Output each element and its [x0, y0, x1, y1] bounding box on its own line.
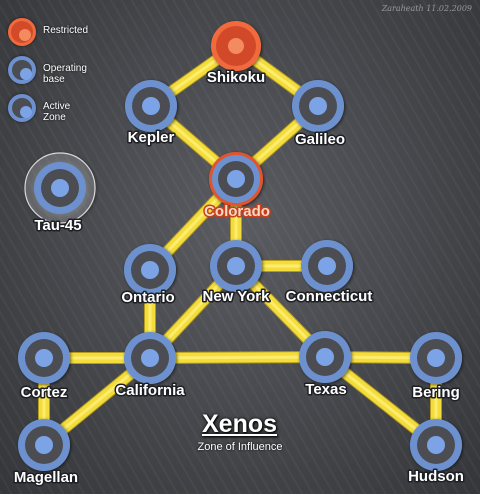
node-tau45[interactable] — [24, 152, 96, 224]
zone-core — [227, 257, 245, 275]
zone-core — [427, 349, 445, 367]
node-label-bering: Bering — [412, 384, 460, 401]
zone-core — [141, 349, 159, 367]
node-label-texas: Texas — [305, 381, 346, 398]
node-cortez[interactable] — [18, 332, 70, 384]
node-shikoku[interactable] — [211, 21, 261, 71]
node-label-kepler: Kepler — [128, 129, 175, 146]
node-label-ontario: Ontario — [121, 289, 174, 306]
node-label-hudson: Hudson — [408, 468, 464, 485]
node-kepler[interactable] — [125, 80, 177, 132]
restricted-core — [228, 38, 244, 54]
zone-core — [142, 97, 160, 115]
zone-core — [35, 349, 53, 367]
diagram-title: Xenos — [201, 410, 278, 438]
node-newyork[interactable] — [210, 240, 262, 292]
zone-core — [316, 348, 334, 366]
node-label-shikoku: Shikoku — [207, 69, 265, 86]
zone-core — [35, 436, 53, 454]
zone-core — [51, 179, 69, 197]
node-ontario[interactable] — [124, 244, 176, 296]
diagram-subtitle: Zone of Influence — [197, 441, 283, 453]
legend-label: Active Zone — [43, 101, 71, 123]
link-highlight — [148, 355, 327, 360]
node-label-cortez: Cortez — [21, 384, 68, 401]
node-label-tau45: Tau-45 — [34, 217, 81, 234]
node-magellan[interactable] — [18, 419, 70, 471]
title-block: Xenos Zone of Influence — [0, 410, 480, 453]
node-label-connecticut: Connecticut — [286, 288, 373, 305]
node-bering[interactable] — [410, 332, 462, 384]
zone-core — [318, 257, 336, 275]
zone-core — [427, 436, 445, 454]
link-california-texas — [144, 351, 331, 364]
node-colorado[interactable] — [209, 152, 263, 206]
node-texas[interactable] — [299, 331, 351, 383]
node-hudson[interactable] — [410, 419, 462, 471]
node-label-magellan: Magellan — [14, 469, 78, 486]
node-california[interactable] — [124, 332, 176, 384]
zone-core — [141, 261, 159, 279]
zone-core — [227, 170, 245, 188]
node-label-california: California — [115, 382, 185, 399]
nodes-layer — [18, 21, 462, 471]
active-zone-marker-icon — [8, 94, 36, 122]
zone-core — [309, 97, 327, 115]
node-label-newyork: New York — [203, 288, 271, 305]
restricted-marker-icon — [8, 18, 36, 46]
legend-label: Restricted — [43, 25, 89, 36]
author-signature: Zaraheath 11.02.2009 — [381, 4, 472, 13]
node-galileo[interactable] — [292, 80, 344, 132]
node-connecticut[interactable] — [301, 240, 353, 292]
operating-base-marker-icon — [8, 56, 36, 84]
node-label-galileo: Galileo — [295, 131, 345, 148]
legend-label: Operating base — [43, 63, 87, 85]
node-label-colorado: Colorado — [204, 203, 270, 220]
